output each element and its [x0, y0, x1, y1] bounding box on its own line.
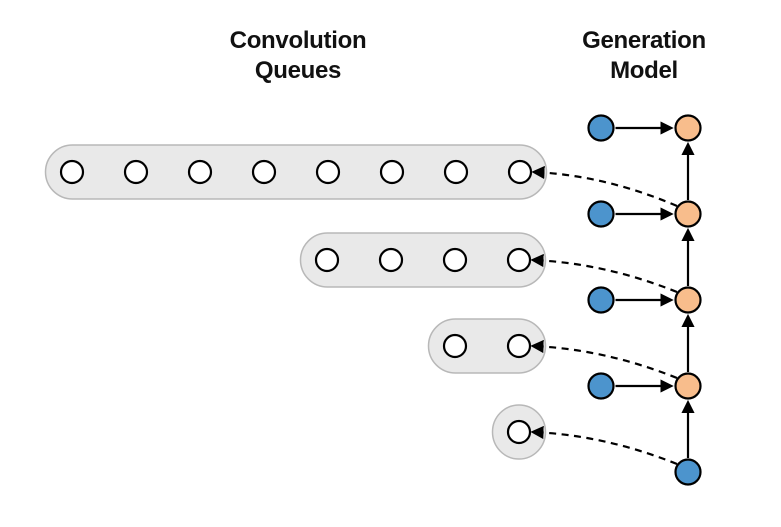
queue-2-slots-slot-1: [442, 333, 468, 359]
gen-input-node-blue-row-4: [587, 372, 615, 400]
gen-input-node-blue-row-3: [587, 286, 615, 314]
dashed-queue-arrow-2: [530, 253, 678, 294]
convolution-queues-title: Convolution Queues: [188, 26, 408, 86]
gen-input-node-blue-row-1: [587, 114, 615, 142]
queue-2-slots-pill: [427, 318, 547, 374]
queue-4-slots-slot-3: [442, 247, 468, 273]
queue-8-slots-slot-6: [379, 159, 405, 185]
queue-8-slots-slot-4: [251, 159, 277, 185]
gen-stack-node-orange-row-2: [674, 200, 702, 228]
gen-stack-node-orange-row-3: [674, 286, 702, 314]
queue-8-slots-slot-5: [315, 159, 341, 185]
dashed-queue-arrow-4: [530, 425, 678, 466]
queue-4-slots-slot-4: [506, 247, 532, 273]
convolution-queues-title-line2: Queues: [254, 57, 342, 84]
queue-4-slots-slot-2: [378, 247, 404, 273]
queue-4-slots-pill: [299, 232, 547, 288]
queue-8-slots-slot-7: [443, 159, 469, 185]
dashed-queue-arrow-3: [530, 339, 678, 380]
queue-8-slots-slot-1: [59, 159, 85, 185]
generation-model-title: Generation Model: [534, 26, 754, 86]
gen-stack-node-blue-row-5: [674, 458, 702, 486]
gen-stack-node-orange-row-1: [674, 114, 702, 142]
queue-8-slots-slot-2: [123, 159, 149, 185]
queue-2-slots-slot-2: [506, 333, 532, 359]
gen-input-node-blue-row-2: [587, 200, 615, 228]
queue-8-slots-slot-8: [507, 159, 533, 185]
queue-8-slots-pill: [44, 144, 548, 200]
queue-8-slots-slot-3: [187, 159, 213, 185]
gen-stack-node-orange-row-4: [674, 372, 702, 400]
queue-1-slot-slot-1: [506, 419, 532, 445]
generation-model-title-line1: Generation: [582, 27, 706, 54]
convolution-queues-title-line1: Convolution: [229, 27, 367, 54]
queue-4-slots-slot-1: [314, 247, 340, 273]
generation-model-title-line2: Model: [610, 57, 678, 84]
dashed-queue-arrow-1: [531, 165, 678, 208]
